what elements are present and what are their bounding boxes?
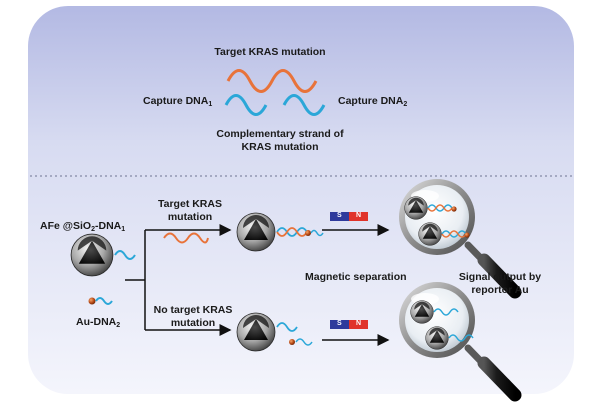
capture-dna1-attached-strand-icon [114, 250, 136, 260]
hybridized-complex-particle-icon [236, 212, 276, 252]
unhybridized-particle-icon [236, 312, 276, 352]
hybridized-dna-helix-icon [276, 227, 308, 237]
free-gold-nanoparticle-icon [289, 339, 295, 345]
magnified-unhybridized-particles [410, 300, 474, 350]
magnetic-separation-label: Magnetic separation [305, 271, 407, 283]
target-strand-icon [226, 69, 318, 93]
free-gold-strand-icon [295, 338, 313, 346]
magnet-icon-bottom [330, 320, 368, 329]
target-kras-mutation-label: Target KRAS mutation [214, 46, 326, 58]
magnet-n-label-bottom: N [356, 320, 362, 327]
capture-dna1-label: Capture DNA1 [143, 95, 213, 108]
unhybridized-capture-strand-icon [276, 322, 298, 332]
magnet-s-label-top: S [337, 212, 342, 219]
capture-dna2-label: Capture DNA2 [338, 95, 408, 108]
gold-nanoparticle-icon [88, 297, 96, 305]
capture-dna2-attached-strand-icon [95, 297, 113, 305]
background-panel [28, 6, 574, 394]
target-strand-branch-icon [163, 232, 209, 244]
gold-reporter-icon [305, 230, 311, 236]
au-dna2-label: Au-DNA2 [76, 316, 121, 329]
magnet-s-label-bottom: S [337, 320, 342, 327]
afe-sio2-dna1-label: AFe @SiO2-DNA1 [40, 220, 126, 233]
capture-dna2-strand-icon [282, 94, 326, 116]
magnet-icon-top [330, 212, 368, 221]
reporter-strand-icon [310, 229, 324, 237]
capture-dna1-strand-icon [224, 94, 268, 116]
magnified-hybridized-complexes [404, 196, 470, 246]
magnet-n-label-top: N [356, 212, 362, 219]
afe-sio2-nanoparticle-icon [70, 233, 114, 277]
